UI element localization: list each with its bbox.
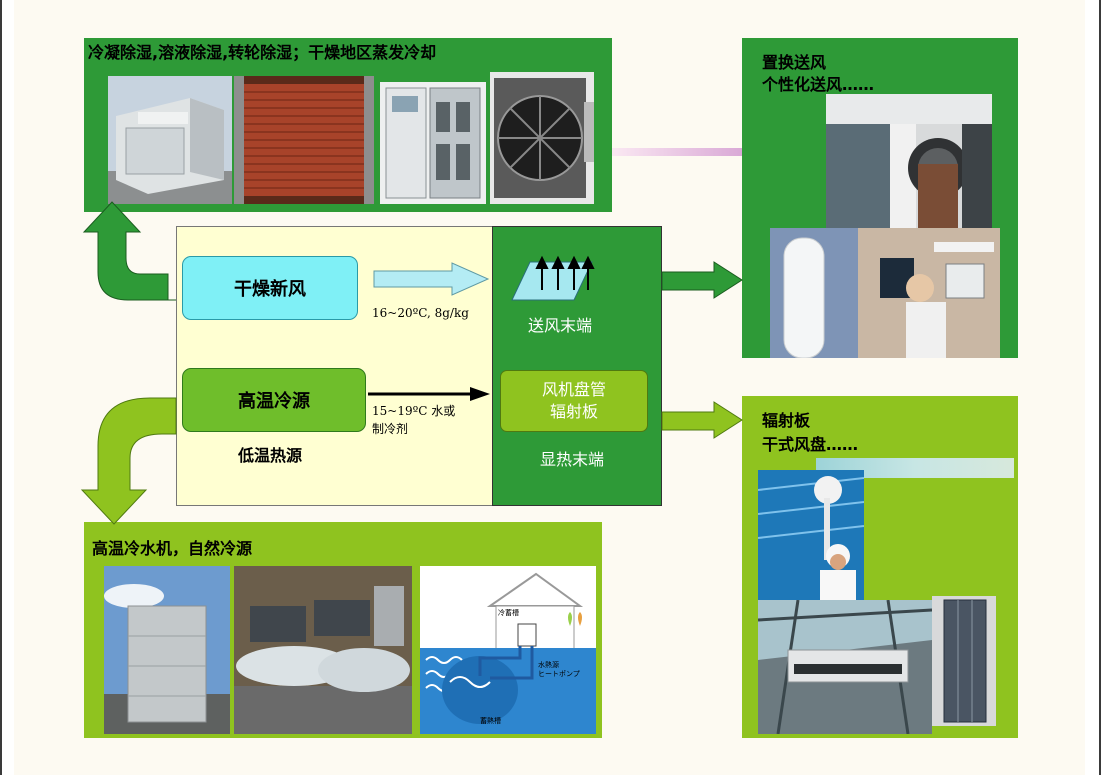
photo-chillers [234, 566, 412, 734]
dry-air-spec-label: 16~20ºC, 8g/kg [372, 306, 469, 320]
dry-fresh-air-label: 干燥新风 [234, 279, 306, 300]
photo-liquid-desiccant-unit [380, 82, 486, 204]
slide-right-border [1099, 0, 1101, 775]
diagram-ground-source-heat-pump: 冷蓄槽 水熱源 ヒートポンプ 蓄熱槽 [420, 566, 596, 734]
high-temp-cold-source-box: 高温冷源 [182, 368, 366, 432]
water-spec-line-1: 15~19ºC 水或 [372, 404, 456, 418]
panel-dehumidification-title: 冷凝除湿,溶液除湿,转轮除湿；干燥地区蒸发冷却 [88, 43, 437, 62]
panel-cold-source-title: 高温冷水机，自然冷源 [92, 539, 253, 558]
arrow-to-displacement-ventilation [661, 261, 743, 299]
supply-airflow-arrows [535, 255, 595, 290]
fan-coil-label: 风机盘管 [541, 380, 606, 399]
photo-dry-fan-coil [932, 596, 996, 726]
supply-diffuser-shape [511, 261, 593, 301]
photo-personal-ventilation [770, 228, 1000, 358]
high-temp-cold-source-label: 高温冷源 [238, 391, 310, 412]
cold-water-arrow [368, 387, 490, 401]
sensible-terminal-label: 显热末端 [540, 450, 605, 469]
arrow-to-dehumidification [82, 201, 176, 301]
panel-radiant-title-2: 干式风盘…… [762, 435, 859, 454]
photo-cooling-tower [104, 566, 230, 734]
diagram-label-pump-2: ヒートポンプ [538, 670, 580, 678]
supply-air-terminal-label: 送风末端 [528, 316, 593, 335]
slide-left-border [0, 0, 2, 775]
decorative-line [610, 148, 744, 156]
panel-displacement-title-1: 置换送风 [762, 53, 827, 72]
arrow-to-cold-source [80, 397, 177, 525]
panel-radiant-title-1: 辐射板 [762, 411, 811, 430]
fan-coil-radiant-box: 风机盘管 辐射板 [500, 370, 648, 432]
photo-radiant-ceiling-panel [758, 600, 932, 734]
panel-displacement-title-2: 个性化送风…… [762, 75, 875, 94]
photo-worker-ceiling [758, 470, 864, 600]
water-spec-line-2: 制冷剂 [372, 422, 409, 436]
photo-condensing-unit [108, 76, 232, 204]
diagram-label-tank: 冷蓄槽 [498, 609, 519, 617]
arrow-to-radiant-terminal [661, 401, 743, 439]
radiant-panel-label: 辐射板 [549, 402, 598, 421]
decorative-gradient-bar [816, 458, 1014, 478]
photo-desiccant-wheel [490, 72, 594, 204]
low-temp-heat-source-label: 低温热源 [238, 446, 303, 465]
diagram-label-ground: 蓄熱槽 [480, 717, 501, 725]
dry-fresh-air-box: 干燥新风 [182, 256, 358, 320]
diagram-label-pump: 水熱源 [538, 661, 559, 669]
photo-coil [234, 76, 374, 204]
photo-floor-diffuser [826, 94, 992, 228]
dry-air-arrow [373, 262, 490, 296]
